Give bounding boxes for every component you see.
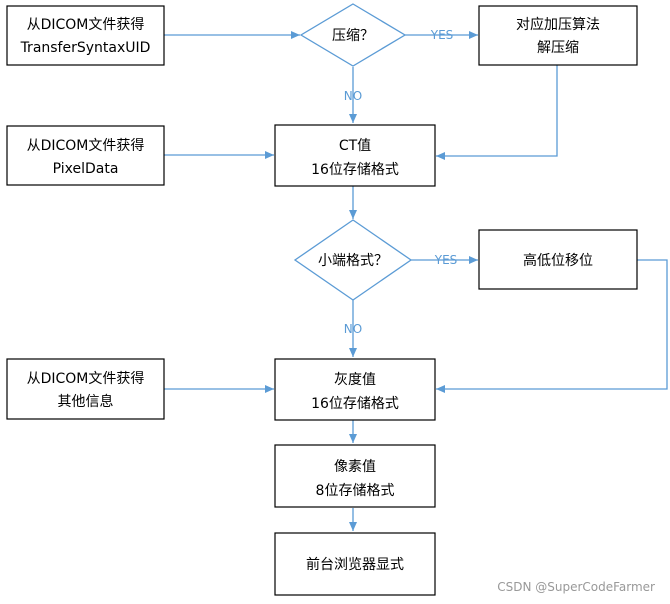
- node-src-other-line-2: 其他信息: [58, 393, 114, 410]
- edge-label-compress-no: NO: [344, 89, 362, 103]
- node-ct-value-line-2: 16位存储格式: [311, 162, 399, 178]
- node-src-other-line-1: 从DICOM文件获得: [27, 370, 145, 387]
- node-ct-value-line-1: CT值: [339, 138, 371, 154]
- node-src-other: 从DICOM文件获得 其他信息: [6, 358, 165, 420]
- edge-label-compress-yes: YES: [430, 28, 454, 42]
- edge-swap-to-gray: [436, 259, 668, 393]
- node-decompress-line-2: 解压缩: [537, 40, 579, 56]
- node-ct-value: CT值 16位存储格式: [274, 124, 436, 187]
- node-decompress-line-1: 对应加压算法: [516, 16, 600, 33]
- node-gray-value: 灰度值 16位存储格式: [274, 358, 436, 421]
- node-decompress: 对应加压算法 解压缩: [478, 5, 638, 66]
- node-pixel-value-line-2: 8位存储格式: [316, 483, 395, 499]
- node-src-pixel-line-2: PixelData: [53, 161, 119, 177]
- node-gray-value-line-1: 灰度值: [334, 372, 376, 388]
- node-q-endian: 小端格式？: [293, 219, 413, 301]
- node-q-endian-text: 小端格式？: [318, 253, 388, 269]
- edge-label-endian-no: NO: [344, 322, 362, 336]
- node-src-syntax: 从DICOM文件获得 TransferSyntaxUID: [6, 5, 165, 66]
- node-q-compress-text: 压缩？: [332, 28, 374, 44]
- node-pixel-value: 像素值 8位存储格式: [274, 444, 436, 508]
- watermark: CSDN @SuperCodeFarmer: [497, 580, 655, 594]
- node-byteswap-text: 高低位移位: [523, 252, 593, 269]
- node-q-compress: 压缩？: [299, 3, 407, 67]
- node-src-syntax-line-2: TransferSyntaxUID: [20, 40, 151, 56]
- node-gray-value-line-2: 16位存储格式: [311, 396, 399, 412]
- node-browser: 前台浏览器显式: [274, 532, 436, 596]
- edge-decompress-to-ct: [436, 65, 558, 160]
- node-byteswap: 高低位移位: [478, 229, 638, 290]
- node-browser-text: 前台浏览器显式: [306, 556, 404, 573]
- node-pixel-value-line-1: 像素值: [334, 459, 376, 475]
- node-src-pixel-line-1: 从DICOM文件获得: [27, 137, 145, 154]
- node-src-syntax-line-1: 从DICOM文件获得: [27, 16, 145, 33]
- edge-label-endian-yes: YES: [434, 253, 458, 267]
- node-src-pixel: 从DICOM文件获得 PixelData: [6, 125, 165, 186]
